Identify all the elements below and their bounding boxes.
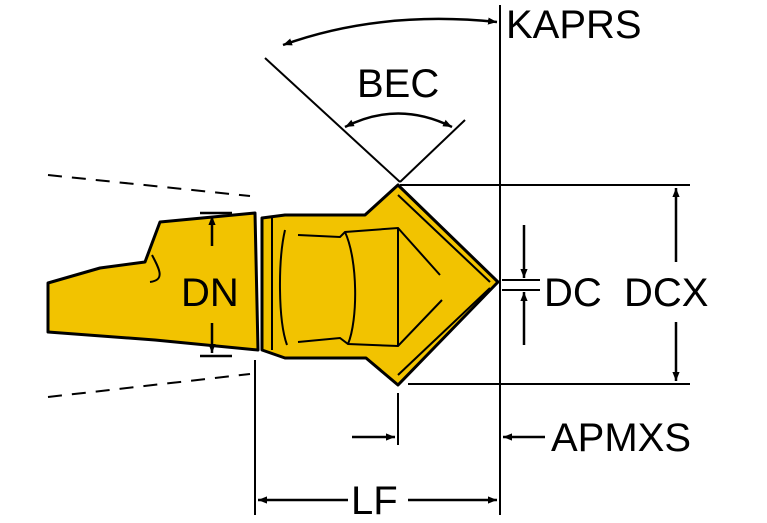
label-bec: BEC: [357, 62, 439, 106]
label-dn: DN: [181, 271, 239, 315]
label-lf: LF: [351, 479, 398, 523]
label-dc: DC: [544, 271, 602, 315]
kaprs-angle-arc: [282, 17, 498, 47]
label-kaprs: KAPRS: [506, 3, 642, 47]
label-apmxs: APMXS: [551, 416, 691, 460]
dn-dimension: [200, 211, 232, 358]
dashed-cone-lines: [47, 174, 251, 398]
label-dcx: DCX: [624, 271, 708, 315]
head-facet-lines: [271, 194, 491, 376]
tool-head: [260, 183, 500, 387]
bec-angle-arc: [344, 112, 453, 129]
reference-lines: [254, 5, 690, 515]
shank-notch: [149, 254, 161, 283]
